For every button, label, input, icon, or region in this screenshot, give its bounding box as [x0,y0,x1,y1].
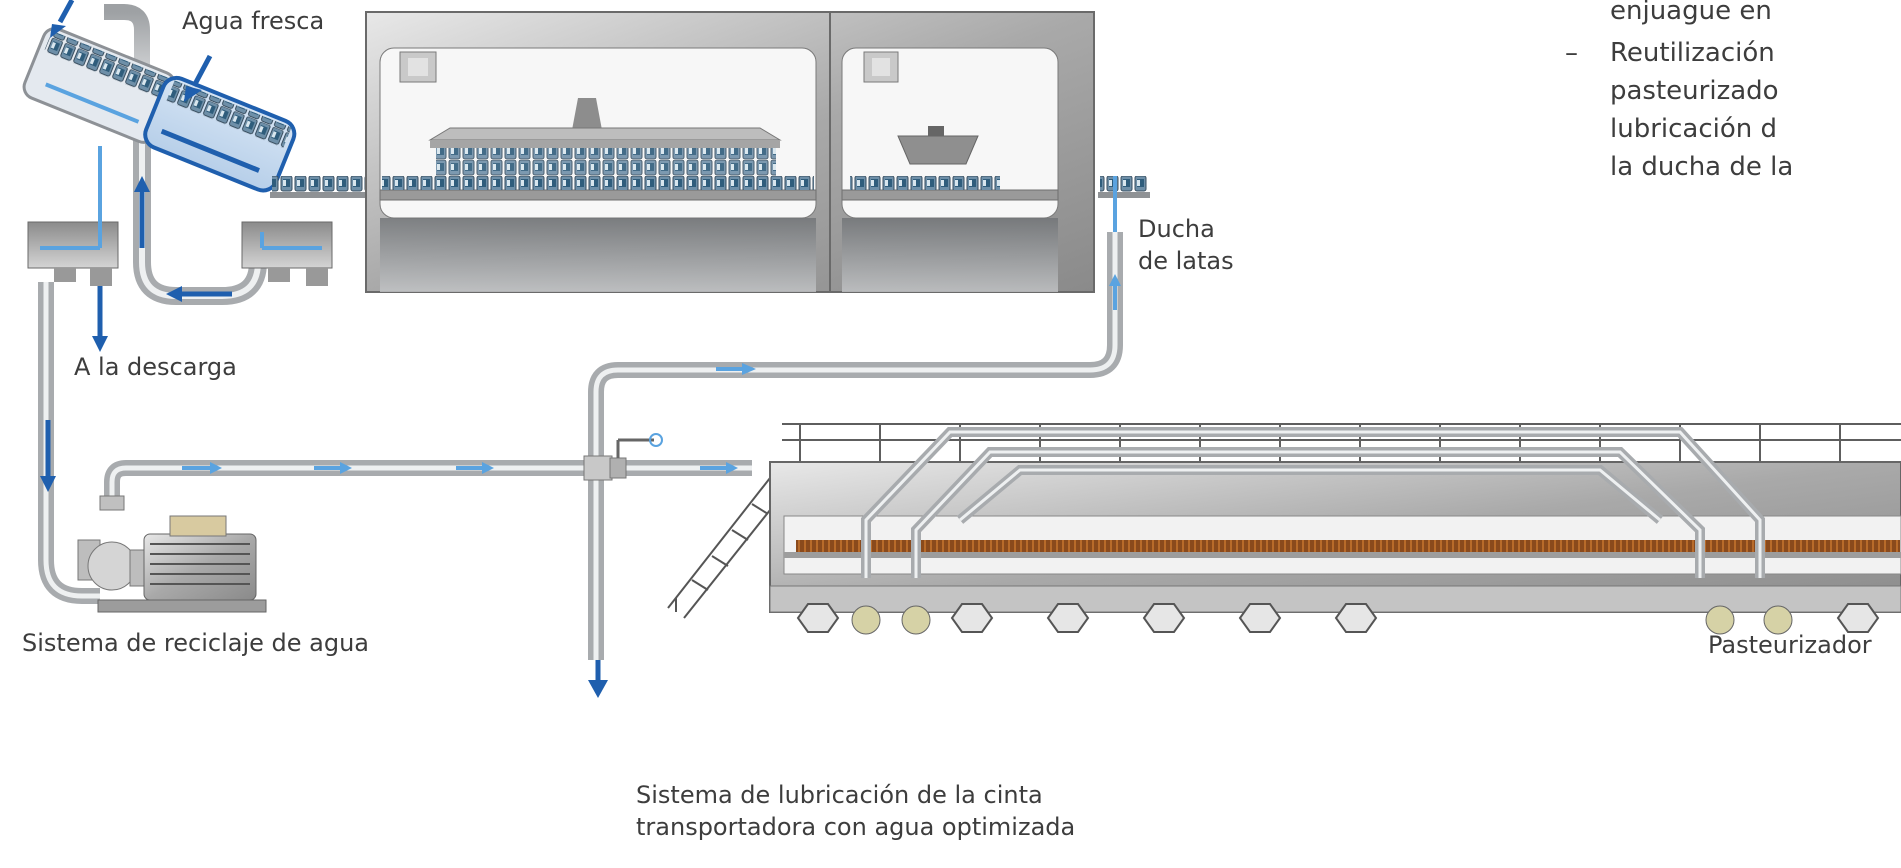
seamer-head [897,126,979,165]
pasteurizer-ports [796,603,1880,633]
fresh-water-arrow [191,54,213,88]
pasteurizer-stairs [667,477,787,619]
bullet-line-1: Reutilización [1610,38,1775,68]
rinser-unit [22,0,333,352]
recycling-main-pipe [104,460,752,500]
pasteurizer-cans [796,540,1900,552]
bullet-line-4: la ducha de la [1610,152,1794,182]
bullet-line-3: lubricación d [1610,114,1778,144]
lubrication-label-line2: transportadora con agua optimizada [636,813,1076,841]
pasteurizer-tank-inlets [851,605,1793,635]
pasteurizer-unit [667,423,1901,635]
bullet-dash: – [1565,36,1578,70]
rinser-basin-left [27,221,119,286]
fresh-water-arrow-top [57,0,75,24]
to-drain-label: A la descarga [74,353,237,381]
bullet-line-2: pasteurizado [1610,76,1779,106]
conveyor-cans-1 [272,176,368,192]
conveyor-cans-2 [1100,176,1148,192]
filler-carousel [428,98,782,176]
control-valve [583,433,663,481]
rinser-basin-right [241,221,333,286]
can-shower-label-line1: Ducha [1138,215,1215,243]
main-pipe-flow-arrows [182,462,738,474]
lubrication-label-line1: Sistema de lubricación de la cinta [636,781,1043,809]
pasteurizer-label: Pasteurizador [1708,631,1872,659]
fresh-water-label: Agua fresca [182,7,325,35]
filler-seamer-housing [365,11,1095,293]
recycling-pump [77,495,267,613]
bullet-line-0: enjuague en [1610,0,1772,26]
can-shower-label-line2: de latas [1138,247,1234,275]
rinser-loop-pipe [104,4,150,238]
recycling-system-label: Sistema de reciclaje de agua [22,629,370,657]
rinser-conveyor [22,27,297,193]
bullet-dash-glyph: – [1565,38,1578,68]
